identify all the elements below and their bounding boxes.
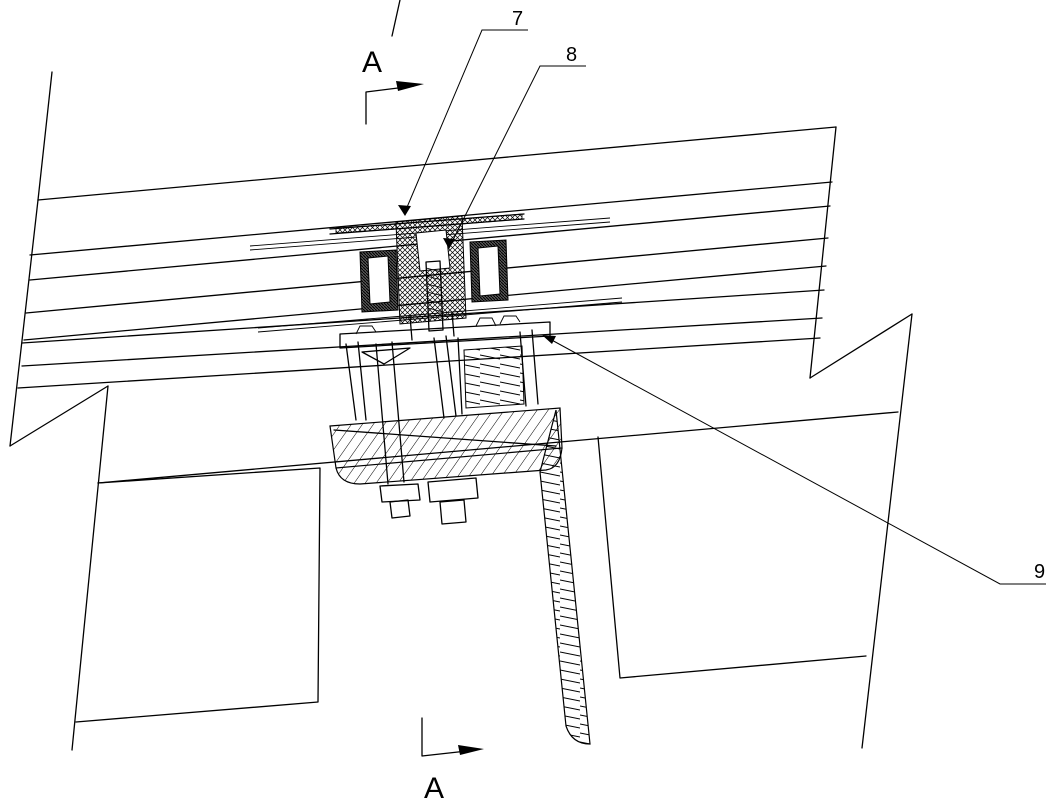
bracket-and-bolts xyxy=(329,341,591,745)
section-marker-bottom: A xyxy=(421,717,484,805)
callout-7: 7 xyxy=(398,8,528,216)
upper-glass-panel xyxy=(9,71,913,751)
fixing-screw xyxy=(425,260,444,332)
callout-7-label: 7 xyxy=(512,8,523,30)
section-label-top: A xyxy=(362,46,382,79)
callout-8-label: 8 xyxy=(566,44,577,66)
callout-9: 9 xyxy=(542,335,1046,585)
callout-9-label: 9 xyxy=(1034,561,1045,583)
aluminium-profile xyxy=(339,311,551,421)
callout-8: 8 xyxy=(443,44,586,249)
gaskets xyxy=(359,239,509,313)
section-marker-top: A xyxy=(362,0,424,125)
section-label-bottom: A xyxy=(424,772,444,805)
structural-sealant-joint xyxy=(395,215,467,325)
